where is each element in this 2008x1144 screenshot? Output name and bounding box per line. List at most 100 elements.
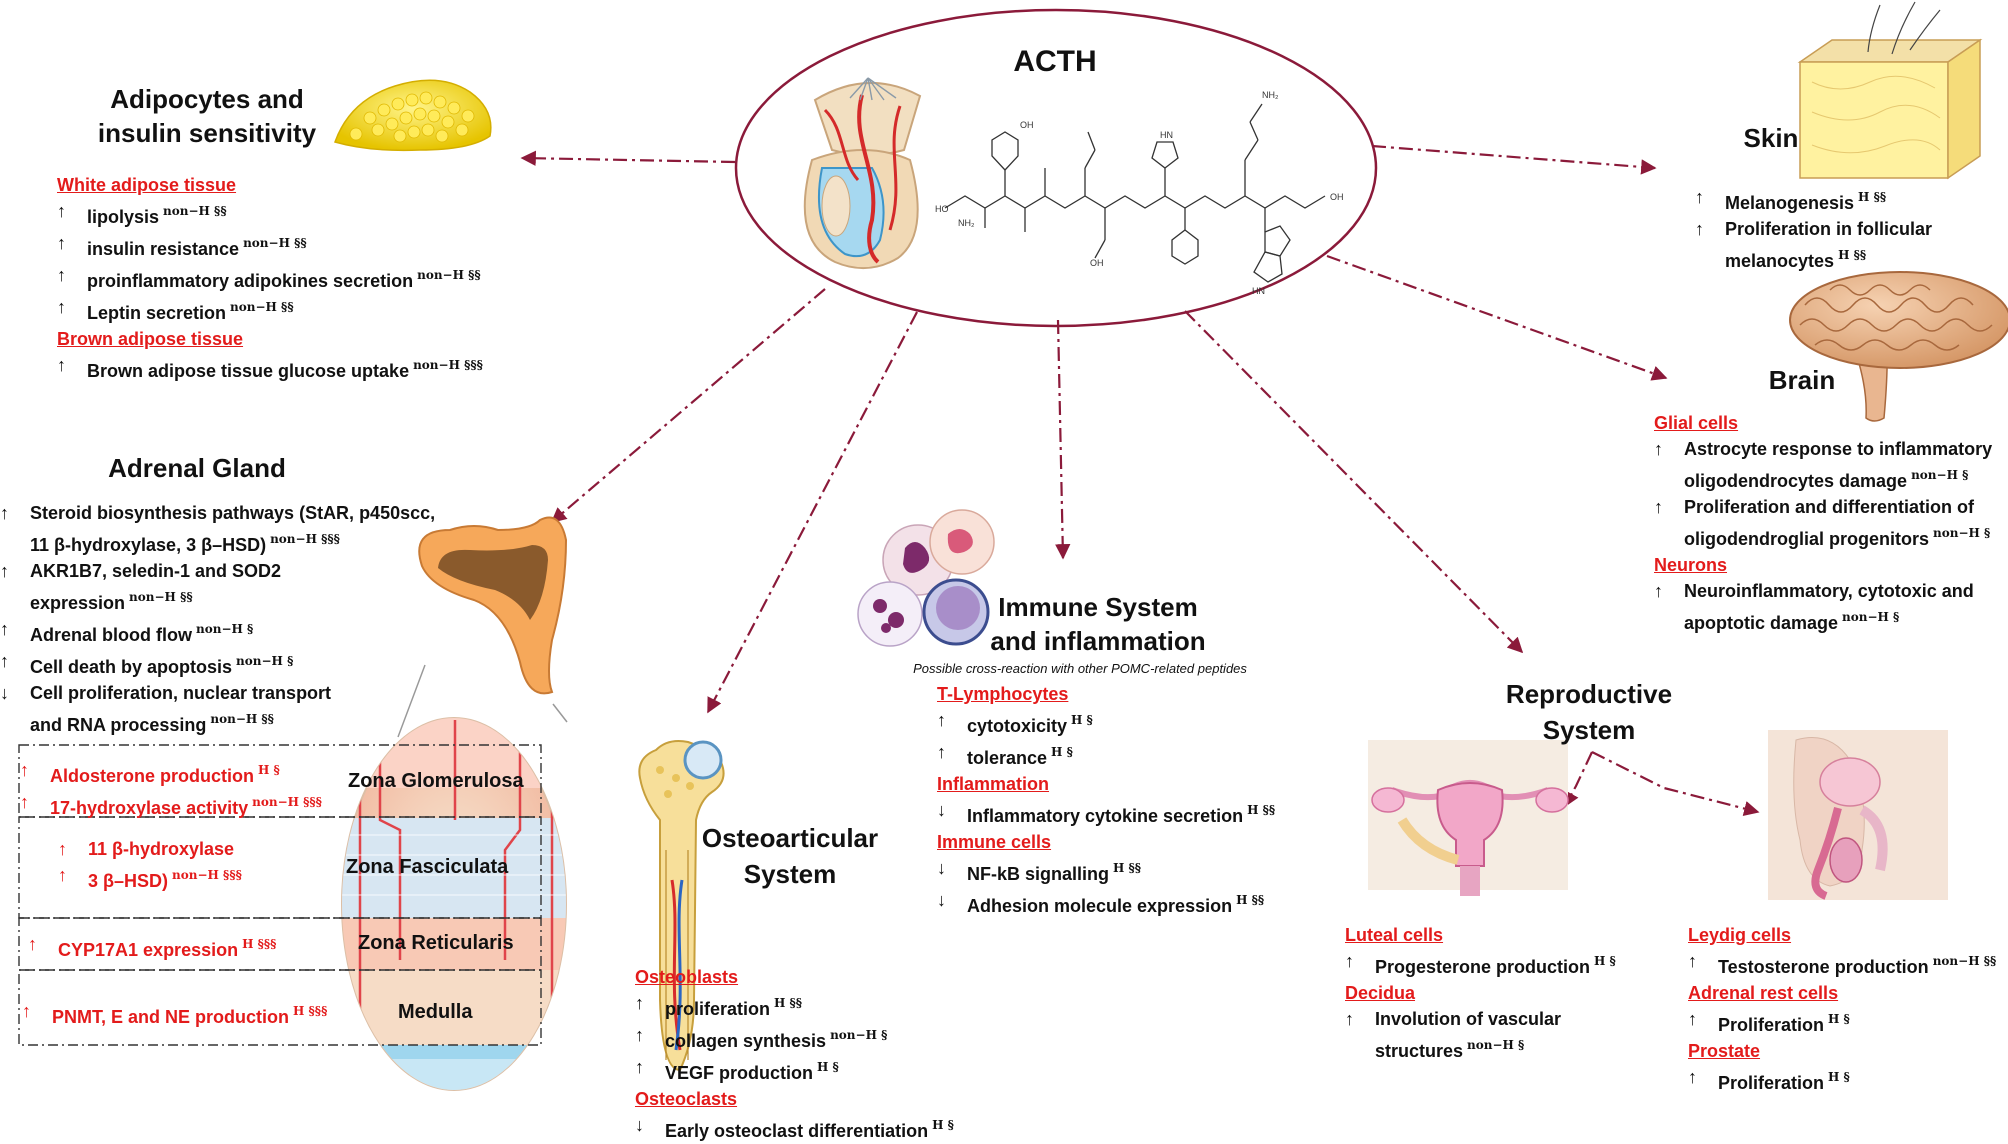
effect-label: melanocytes	[1725, 251, 1835, 271]
bone-illustration	[638, 740, 725, 1072]
up-arrow-icon: ↑	[1654, 497, 1663, 517]
effect-label: Cell proliferation, nuclear transport	[30, 683, 332, 703]
zone-boxes	[18, 744, 542, 1046]
effect-text: Neuroinflammatory, cytotoxic and	[1684, 578, 1974, 604]
section-header: Osteoblasts	[635, 967, 739, 987]
acth-title: ACTH	[1013, 45, 1097, 78]
arrow-to-brain	[1326, 254, 1668, 381]
up-arrow-icon: ↑	[937, 710, 946, 730]
effect-item: ↓Cell proliferation, nuclear transport	[0, 680, 440, 706]
down-arrow-icon: ↓	[937, 890, 946, 910]
effect-label: Involution of vascular	[1375, 1009, 1562, 1029]
evidence-marker: non−H §§	[1932, 954, 1997, 968]
up-arrow-icon	[0, 526, 30, 558]
acth-ellipse	[734, 8, 1378, 328]
up-arrow-icon: ↑	[0, 651, 9, 671]
up-arrow-icon: ↑	[58, 839, 67, 859]
pituitary-illustration	[803, 77, 922, 270]
effect-label: proinflammatory adipokines secretion	[87, 271, 414, 291]
up-arrow-icon	[1654, 462, 1684, 494]
evidence-marker: non−H §	[1842, 610, 1900, 624]
up-arrow-icon: ↑	[1688, 951, 1697, 971]
effect-label: NF-kB signalling	[967, 864, 1110, 884]
evidence-marker: H §§§	[242, 937, 277, 951]
effect-text: Steroid biosynthesis pathways (StAR, p45…	[30, 500, 435, 526]
up-arrow-icon: ↑	[28, 934, 37, 954]
effect-item: ↑ Proliferation and differentiation of	[1654, 494, 2004, 520]
section-header: T-Lymphocytes	[937, 684, 1069, 704]
evidence-marker: H §	[1828, 1012, 1850, 1026]
down-arrow-icon: ↓	[937, 858, 946, 878]
zone-fasciculata-label: Zona Fasciculata	[346, 856, 509, 878]
immune-title: Immune System and inflammation	[968, 590, 1228, 658]
section-header: White adipose tissue	[57, 175, 237, 195]
up-arrow-icon	[1654, 604, 1684, 636]
effect-label: Melanogenesis	[1725, 193, 1855, 213]
effect-label: Proliferation in follicular	[1725, 219, 1933, 239]
effect-item: ↑AKR1B7, seledin-1 and SOD2	[0, 558, 440, 584]
effect-label: 11 β-hydroxylase, 3 β–HSD)	[30, 535, 267, 555]
up-arrow-icon: ↑	[1688, 1009, 1697, 1029]
evidence-marker: non−H §§	[230, 300, 294, 314]
female-reproductive-illustration	[1368, 740, 1569, 896]
evidence-marker: non−H §§§	[270, 532, 340, 546]
section-header: Luteal cells	[1345, 925, 1444, 945]
zone-medulla-label: Medulla	[398, 1001, 473, 1023]
effect-label: Leptin secretion	[87, 303, 227, 323]
effect-label: AKR1B7, seledin-1 and SOD2	[30, 561, 282, 581]
up-arrow-icon: ↑	[0, 619, 9, 639]
arrow-to-reproductive	[1184, 310, 1524, 654]
effect-label: Early osteoclast differentiation	[665, 1121, 929, 1141]
male-reproductive-illustration	[1768, 730, 1948, 900]
effect-label: Proliferation and differentiation of	[1684, 497, 1975, 517]
section-header: Adrenal rest cells	[1688, 983, 1839, 1003]
effect-label: CYP17A1 expression	[58, 940, 239, 960]
up-arrow-icon: ↑	[635, 993, 644, 1013]
up-arrow-icon: ↑	[1654, 581, 1663, 601]
effect-item: ↑Proliferation in follicular	[1695, 216, 1995, 242]
evidence-marker: H §§	[1858, 190, 1887, 204]
up-arrow-icon: ↑	[58, 865, 67, 885]
adipocytes-title-line2: insulin sensitivity	[97, 118, 317, 148]
evidence-marker: H §	[1051, 745, 1073, 759]
section-header: Decidua	[1345, 983, 1416, 1003]
up-arrow-icon: ↑	[57, 297, 66, 317]
reproductive-title: Reproductive System	[1494, 676, 1684, 748]
effect-text: Cell proliferation, nuclear transport	[30, 680, 331, 706]
section-header: Prostate	[1688, 1041, 1761, 1061]
effect-label: expression	[30, 593, 126, 613]
adrenal-illustration	[397, 516, 568, 738]
effect-item: ↑ Neuroinflammatory, cytotoxic and	[1654, 578, 2004, 604]
evidence-marker: H §§	[1113, 861, 1142, 875]
brain-illustration	[1789, 271, 2008, 422]
section-header: Immune cells	[937, 832, 1052, 852]
effect-label: oligodendroglial progenitors	[1684, 529, 1929, 549]
effect-label: 17-hydroxylase activity	[50, 798, 249, 818]
